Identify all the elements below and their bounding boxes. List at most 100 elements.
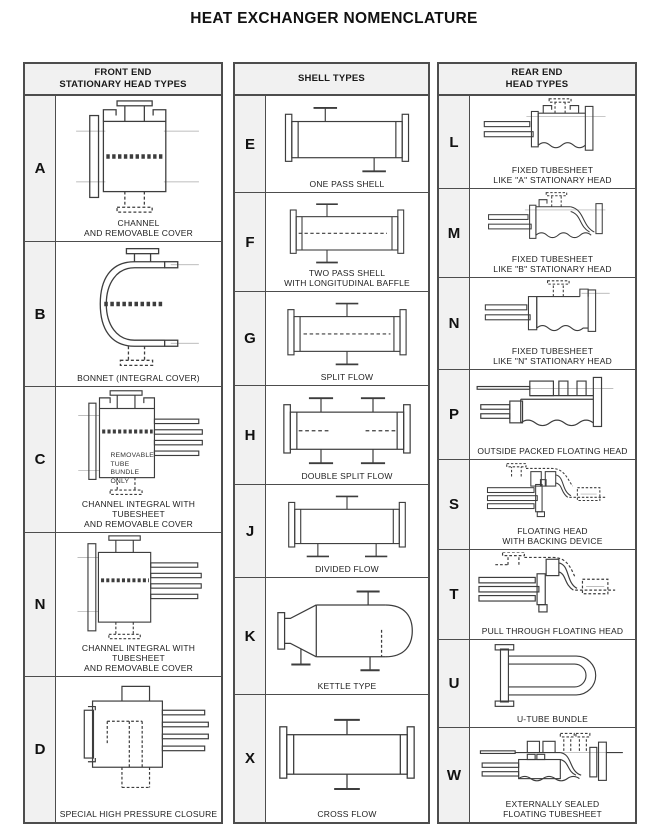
drawing-split-flow (287, 302, 407, 366)
drawing-double-split-flow (283, 397, 411, 465)
caption-k: KETTLE TYPE (317, 680, 377, 691)
type-letter-s: S (439, 460, 470, 549)
drawing-special-high-pressure-closure (83, 685, 209, 789)
drawing-cell: CHANNEL AND REMOVABLE COVER (56, 96, 221, 241)
drawing-externally-sealed-floating-tubesheet (479, 732, 623, 782)
row-shell-j: J DIVIDED FLOW (235, 484, 428, 577)
drawing-floating-head-backing-device (486, 463, 607, 518)
caption-h: DOUBLE SPLIT FLOW (301, 470, 393, 481)
drawing-channel-integral-with-tubesheet (78, 390, 203, 496)
drawing-cell: CROSS FLOW (266, 695, 428, 822)
type-letter-m: M (439, 189, 470, 277)
type-letter-t: T (439, 550, 470, 639)
row-rear-l: L FIXED TUBESHEET LIKE "A" STATIONARY HE… (439, 96, 635, 188)
caption-m: FIXED TUBESHEET LIKE "B" STATIONARY HEAD (493, 253, 612, 274)
type-letter-w: W (439, 728, 470, 822)
drawing-cell: FIXED TUBESHEET LIKE "B" STATIONARY HEAD (470, 189, 635, 277)
drawing-cell: U-TUBE BUNDLE (470, 640, 635, 727)
shell-types-header: SHELL TYPES (235, 64, 428, 96)
row-shell-k: K KETTLE TYPE (235, 577, 428, 694)
drawing-cell: FIXED TUBESHEET LIKE "N" STATIONARY HEAD (470, 278, 635, 369)
row-shell-f: F TWO PASS SHELL WITH LONGITUDINAL BAFFL… (235, 192, 428, 291)
row-shell-h: H DOUBLE SPLIT FLOW (235, 385, 428, 484)
row-front-d: D SPECIAL HIGH PRESSURE CLOSURE (25, 676, 221, 822)
caption-s: FLOATING HEAD WITH BACKING DEVICE (502, 525, 603, 546)
drawing-cell: KETTLE TYPE (266, 578, 428, 694)
drawing-cell: OUTSIDE PACKED FLOATING HEAD (470, 370, 635, 459)
drawing-cell: ONE PASS SHELL (266, 96, 428, 192)
row-shell-x: X CROSS FLOW (235, 694, 428, 822)
drawing-one-pass-shell (284, 107, 410, 173)
drawing-channel-integral-with-tubesheet (77, 535, 202, 640)
row-front-n: N CHANNEL INTEGRAL WITH TUBESHEET AND RE… (25, 532, 221, 676)
row-shell-g: G SPLIT FLOW (235, 291, 428, 385)
drawing-cell: DIVIDED FLOW (266, 485, 428, 577)
drawing-cell: SPLIT FLOW (266, 292, 428, 385)
caption-w: EXTERNALLY SEALED FLOATING TUBESHEET (503, 798, 602, 819)
caption-x: CROSS FLOW (317, 808, 377, 819)
drawing-bonnet-integral-cover (99, 247, 199, 367)
caption-n-front: CHANNEL INTEGRAL WITH TUBESHEET AND REMO… (81, 642, 196, 673)
row-rear-w: W EXTERNALLY SEALED FLOATING TUBESH (439, 727, 635, 822)
rear-end-column: REAR END HEAD TYPES L FIXED TUBESHEET LI… (437, 62, 637, 824)
caption-p: OUTSIDE PACKED FLOATING HEAD (477, 445, 628, 456)
row-rear-u: U U-TUBE BUNDLE (439, 639, 635, 727)
drawing-kettle-type (277, 590, 413, 672)
type-letter-h: H (235, 386, 266, 484)
drawing-cell: REMOVABLE TUBE BUNDLE ONLY CHANNEL INTEG… (56, 387, 221, 532)
caption-t: PULL THROUGH FLOATING HEAD (481, 625, 624, 636)
row-rear-n: N FIXED TUBESHEET LIKE "N" STATIONARY HE… (439, 277, 635, 369)
row-front-c: C REMOVABLE TUBE BUNDLE ONLY CHANNEL INT… (25, 386, 221, 532)
type-letter-c: C (25, 387, 56, 532)
type-letter-x: X (235, 695, 266, 822)
type-letter-b: B (25, 242, 56, 386)
drawing-cross-flow (279, 718, 415, 790)
type-letter-f: F (235, 193, 266, 291)
row-rear-m: M FIXED TUBESHEET LIKE "B" STATIONARY HE… (439, 188, 635, 277)
type-letter-k: K (235, 578, 266, 694)
drawing-divided-flow (288, 495, 406, 558)
type-letter-j: J (235, 485, 266, 577)
caption-e: ONE PASS SHELL (309, 178, 385, 189)
drawing-cell: FLOATING HEAD WITH BACKING DEVICE (470, 460, 635, 549)
type-letter-p: P (439, 370, 470, 459)
front-end-column: FRONT END STATIONARY HEAD TYPES A CHANNE… (23, 62, 223, 824)
drawing-two-pass-shell (289, 203, 405, 264)
caption-f: TWO PASS SHELL WITH LONGITUDINAL BAFFLE (284, 267, 410, 288)
drawing-cell: DOUBLE SPLIT FLOW (266, 386, 428, 484)
row-rear-t: T PULL THROUGH FLOATING HEAD (439, 549, 635, 639)
type-letter-n-rear: N (439, 278, 470, 369)
drawing-cell: CHANNEL INTEGRAL WITH TUBESHEET AND REMO… (56, 533, 221, 676)
drawing-cell: SPECIAL HIGH PRESSURE CLOSURE (56, 677, 221, 822)
drawing-cell: PULL THROUGH FLOATING HEAD (470, 550, 635, 639)
type-letter-e: E (235, 96, 266, 192)
caption-c: CHANNEL INTEGRAL WITH TUBESHEET AND REMO… (81, 498, 196, 529)
drawing-channel-and-removable-cover (76, 100, 199, 213)
row-shell-e: E ONE PASS SHELL (235, 96, 428, 192)
shell-types-column: SHELL TYPES E ONE PASS SHELL F (233, 62, 430, 824)
drawing-fixed-tubesheet-like-n (484, 280, 610, 332)
drawing-fixed-tubesheet-like-b (488, 192, 606, 239)
row-rear-s: S FLOATING HEAD WITH BACKING DEVICE (439, 459, 635, 549)
row-rear-p: P OUTSIDE PACKED FLOATING HEAD (439, 369, 635, 459)
caption-g: SPLIT FLOW (320, 371, 374, 382)
tube-bundle-note: REMOVABLE TUBE BUNDLE ONLY (110, 452, 155, 485)
caption-d: SPECIAL HIGH PRESSURE CLOSURE (59, 808, 218, 819)
row-front-b: B BONNET (INTEGRAL COVER) (25, 241, 221, 386)
type-letter-g: G (235, 292, 266, 385)
drawing-cell: TWO PASS SHELL WITH LONGITUDINAL BAFFLE (266, 193, 428, 291)
caption-b: BONNET (INTEGRAL COVER) (77, 372, 200, 383)
drawing-pull-through-floating-head (478, 552, 616, 613)
caption-a: CHANNEL AND REMOVABLE COVER (84, 217, 193, 238)
front-end-header: FRONT END STATIONARY HEAD TYPES (25, 64, 221, 96)
page-title: HEAT EXCHANGER NOMENCLATURE (190, 10, 478, 27)
type-letter-u: U (439, 640, 470, 727)
drawing-cell: FIXED TUBESHEET LIKE "A" STATIONARY HEAD (470, 96, 635, 188)
rear-end-header: REAR END HEAD TYPES (439, 64, 635, 96)
type-letter-l: L (439, 96, 470, 188)
type-letter-d: D (25, 677, 56, 822)
type-letter-a: A (25, 96, 56, 241)
caption-l: FIXED TUBESHEET LIKE "A" STATIONARY HEAD (493, 164, 612, 185)
drawing-fixed-tubesheet-like-a (483, 98, 606, 151)
